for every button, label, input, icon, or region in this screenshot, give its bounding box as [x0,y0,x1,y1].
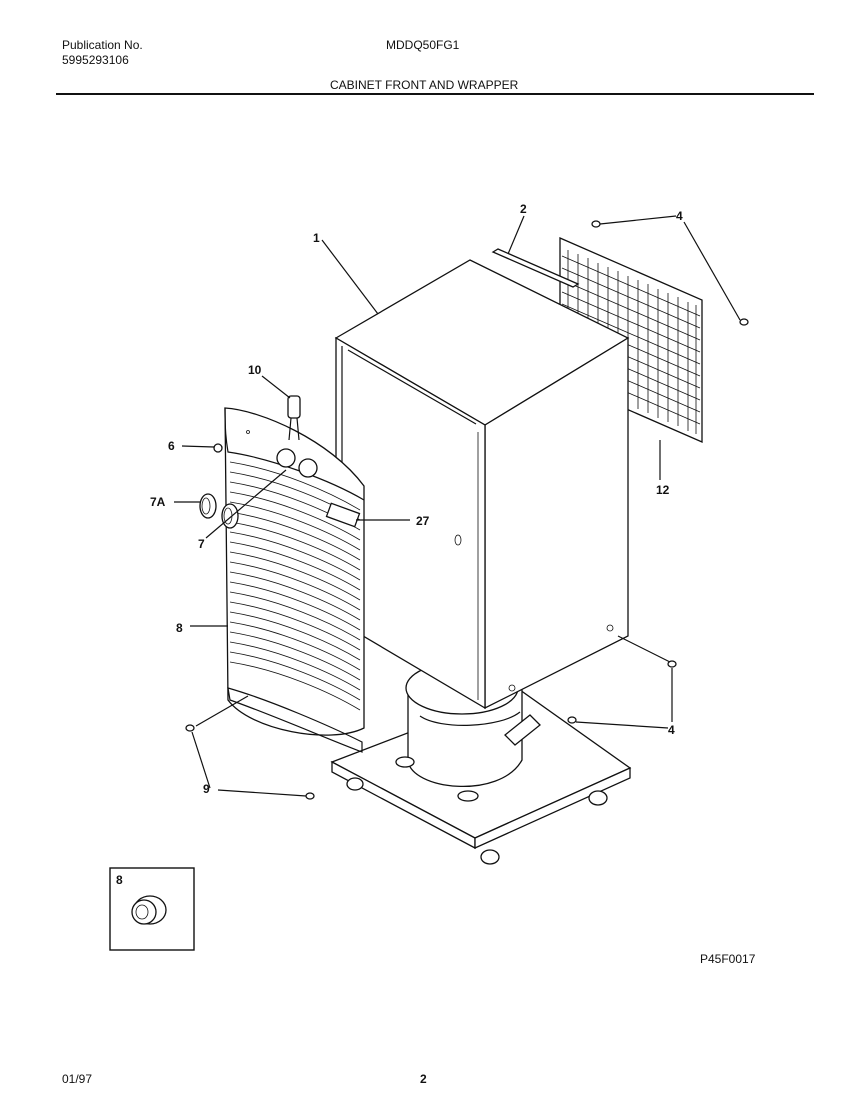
callout-8-inset: 8 [116,873,123,887]
publication-number: 5995293106 [62,53,129,67]
callout-12: 12 [656,483,670,497]
screws-4 [567,220,749,724]
callout-7a: 7A [150,495,166,509]
footer-date: 01/97 [62,1072,93,1086]
callout-9: 9 [203,782,210,796]
callout-6: 6 [168,439,175,453]
callout-8-front: 8 [176,621,183,635]
callout-27: 27 [416,514,430,528]
front-panel-6 [224,407,365,753]
callout-4-top: 4 [676,209,683,223]
page-number: 2 [420,1072,427,1086]
publication-label: Publication No. [62,38,143,52]
section-title: CABINET FRONT AND WRAPPER [330,78,519,92]
knob-7a [199,493,217,519]
callout-4-bottom: 4 [668,723,675,737]
leader-lines [174,215,741,797]
knob-7 [221,503,239,529]
callout-1: 1 [313,231,320,245]
callout-10: 10 [248,363,262,377]
cabinet-wrapper-1 [334,259,630,710]
header-rule [56,93,814,95]
switch-10 [287,395,301,441]
drawing-number: P45F0017 [700,952,756,966]
bracket-2 [491,248,580,288]
callout-7: 7 [198,537,205,551]
inset-knob-8: 8 [109,867,195,951]
screw-6 [213,443,223,453]
callout-2: 2 [520,202,527,216]
model-number: MDDQ50FG1 [386,38,460,52]
